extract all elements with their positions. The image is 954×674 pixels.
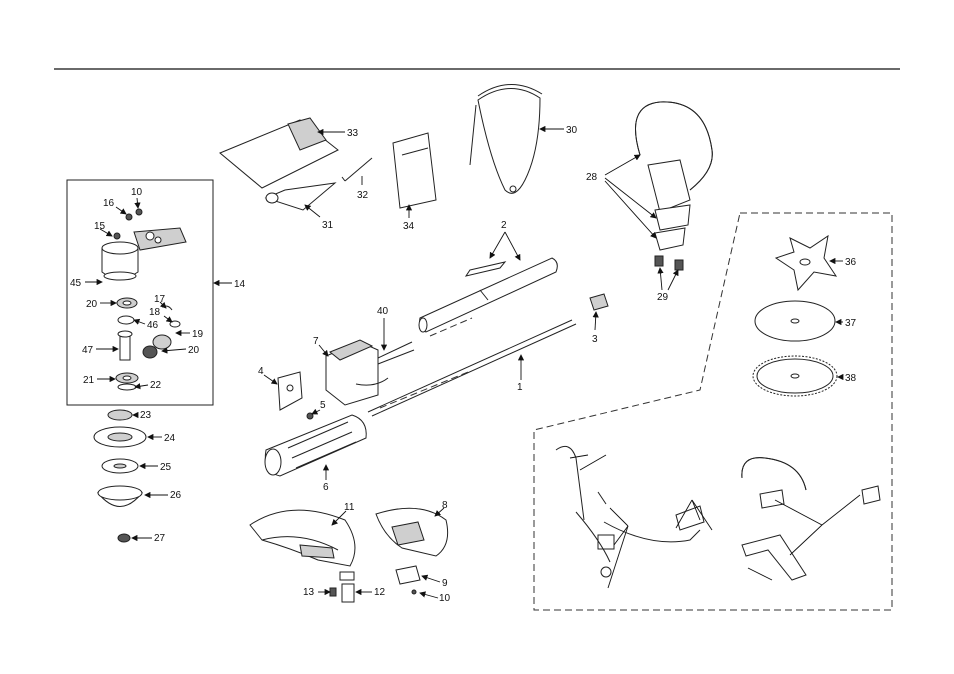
label-10b: 10 <box>439 593 451 604</box>
shoulder-harness-30 <box>469 84 543 194</box>
label-25: 25 <box>160 462 172 473</box>
handle-clamp <box>654 204 691 231</box>
screw-5 <box>306 412 314 420</box>
label-18: 18 <box>149 307 161 318</box>
label-30: 30 <box>566 125 578 136</box>
label-29: 29 <box>657 292 669 303</box>
nut-27 <box>117 533 131 543</box>
label-31: 31 <box>322 220 334 231</box>
spark-plug-wrench-31 <box>264 182 337 211</box>
blade-hardware-stack <box>93 409 147 543</box>
label-34: 34 <box>403 221 415 232</box>
bevel-gear <box>152 334 172 350</box>
label-1: 1 <box>517 382 523 393</box>
label-17: 17 <box>154 294 166 305</box>
gearhead-assembly-inset <box>66 179 214 406</box>
label-6: 6 <box>323 482 329 493</box>
shaft-assembly <box>367 257 609 417</box>
label-5: 5 <box>320 400 326 411</box>
screw-10b <box>411 589 417 595</box>
label-27: 27 <box>154 533 166 544</box>
label-9: 9 <box>442 578 448 589</box>
label-45: 45 <box>70 278 82 289</box>
throttle-assembly <box>264 339 469 477</box>
label-21: 21 <box>83 375 95 386</box>
label-20b: 20 <box>188 345 200 356</box>
label-14: 14 <box>234 279 246 290</box>
label-47: 47 <box>82 345 94 356</box>
washer-23 <box>107 409 133 421</box>
guards <box>249 507 449 603</box>
label-40: 40 <box>377 306 389 317</box>
handle-bar-arm <box>741 534 807 581</box>
label-20a: 20 <box>86 299 98 310</box>
spindle-47 <box>119 333 131 361</box>
label-26: 26 <box>170 490 182 501</box>
label-4: 4 <box>258 366 264 377</box>
label-11: 11 <box>344 502 355 513</box>
label-24: 24 <box>164 433 176 444</box>
drive-shaft-1 <box>367 319 573 413</box>
label-28: 28 <box>586 172 598 183</box>
leader-lines <box>85 125 861 599</box>
label-32: 32 <box>357 190 369 201</box>
handlebar-clamp <box>597 534 615 550</box>
label-16: 16 <box>103 198 115 209</box>
label-19: 19 <box>192 329 204 340</box>
label-2 <box>464 261 507 277</box>
spacer-12 <box>341 583 355 603</box>
blade-kit-outline <box>533 212 893 611</box>
clamp-piece <box>861 485 881 505</box>
label-15: 15 <box>94 221 106 232</box>
loop-handle-assembly <box>635 101 713 271</box>
bolt-13 <box>329 587 337 597</box>
label-38: 38 <box>845 373 857 384</box>
label-3: 3 <box>592 334 598 345</box>
tool-bag-33 <box>219 119 339 189</box>
label-12: 12 <box>374 587 386 598</box>
screw-15 <box>113 232 121 240</box>
screw-16 <box>125 213 133 221</box>
ring-22 <box>117 383 137 391</box>
washer-46 <box>117 315 135 325</box>
throttle-cable-40 <box>377 341 413 359</box>
bushing-3 <box>589 293 609 311</box>
label-36: 36 <box>845 257 857 268</box>
inset-frame <box>66 179 214 406</box>
label-33: 33 <box>347 128 359 139</box>
part-labels: 33 30 28 29 32 31 34 2 3 1 40 7 4 5 6 11… <box>70 125 857 604</box>
label-22: 22 <box>150 380 162 391</box>
label-23: 23 <box>140 410 152 421</box>
tool-kit <box>219 117 437 211</box>
label-13: 13 <box>303 587 315 598</box>
blade-kit-box <box>533 212 893 611</box>
label-37: 37 <box>845 318 857 329</box>
label-10a: 10 <box>131 187 143 198</box>
screw-10 <box>135 208 143 216</box>
hex-wrench-32 <box>344 157 373 182</box>
owners-manual-34 <box>392 132 437 209</box>
label-8: 8 <box>442 500 448 511</box>
label-46: 46 <box>147 320 159 331</box>
label-2: 2 <box>501 220 507 231</box>
label-7: 7 <box>313 336 319 347</box>
plate-9 <box>395 565 421 585</box>
bolt-29 <box>654 255 664 267</box>
